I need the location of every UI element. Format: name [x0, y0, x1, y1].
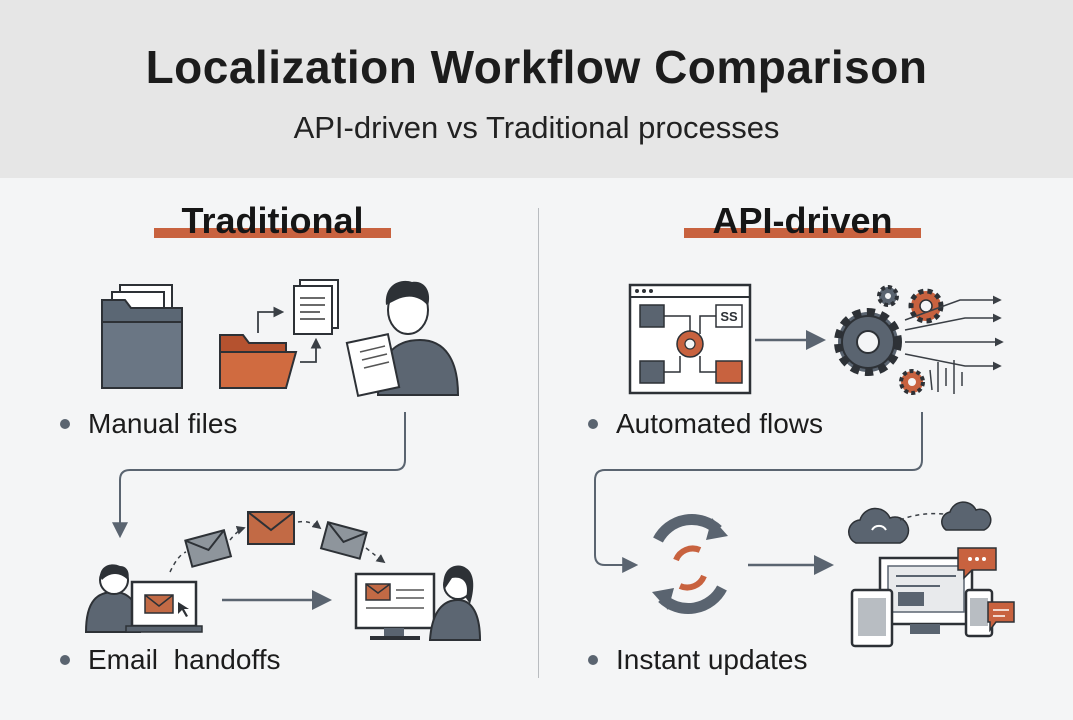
monitor-icon — [354, 565, 482, 641]
column-divider — [538, 208, 539, 678]
gear-icon — [834, 285, 1004, 395]
traditional-item-email-handoffs: Email handoffs — [60, 644, 281, 676]
api-item-automated-flows: Automated flows — [588, 408, 823, 440]
cloud-icon — [848, 501, 992, 544]
traditional-heading: Traditional — [154, 200, 391, 242]
email-icon — [184, 511, 368, 568]
document-icon — [293, 279, 339, 335]
folder-icon — [219, 334, 298, 389]
app-integration-icon: SS — [628, 283, 752, 395]
laptop-icon — [84, 564, 203, 633]
page-subtitle: API-driven vs Traditional processes — [293, 110, 780, 145]
bullet-dot — [60, 655, 70, 665]
bullet-dot — [588, 655, 598, 665]
traditional-item-manual-files: Manual files — [60, 408, 237, 440]
api-heading: API-driven — [684, 200, 921, 242]
api-heading-underline — [684, 228, 921, 238]
sync-icon — [652, 513, 728, 615]
bullet-dot — [60, 419, 70, 429]
devices-icon — [850, 556, 994, 648]
page-title: Localization Workflow Comparison — [145, 41, 928, 93]
person-reading-icon — [345, 280, 460, 397]
app-tile-label: SS — [720, 309, 738, 324]
document-folder-icon — [101, 284, 183, 389]
bullet-dot — [588, 419, 598, 429]
header-band: Localization Workflow Comparison API-dri… — [0, 0, 1073, 178]
api-item-instant-updates: Instant updates — [588, 644, 807, 676]
traditional-heading-underline — [154, 228, 391, 238]
chat-bubble-icon — [957, 547, 1015, 633]
